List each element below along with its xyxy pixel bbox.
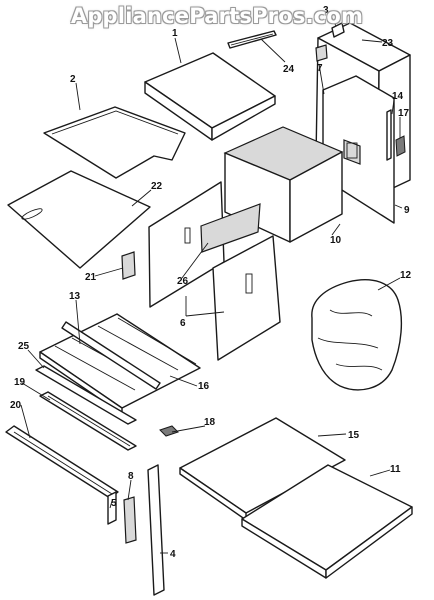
callout-25: 25 <box>18 341 30 352</box>
callout-17: 17 <box>398 108 410 119</box>
callout-18: 18 <box>204 417 216 428</box>
part-6-side-panel[interactable] <box>212 235 281 361</box>
callout-6: 6 <box>180 318 186 329</box>
callout-20: 20 <box>10 400 22 411</box>
callout-numbers: 1 24 3 23 7 2 14 17 22 9 10 26 21 6 12 1… <box>10 5 412 560</box>
part-18-clip[interactable] <box>159 425 179 437</box>
callout-26: 26 <box>177 276 189 287</box>
callout-5: 5 <box>111 498 117 509</box>
part-11-base-tray[interactable] <box>241 464 413 579</box>
part-7-vent-cover[interactable] <box>315 44 328 62</box>
callout-16: 16 <box>198 381 210 392</box>
part-1-top-panel[interactable] <box>144 52 276 141</box>
callout-15: 15 <box>348 430 360 441</box>
site-watermark: AppliancePartsPros.com <box>70 4 364 28</box>
part-4-vertical-strip[interactable] <box>147 464 165 596</box>
part-25-drawer-rail[interactable] <box>35 365 137 425</box>
callout-8: 8 <box>128 471 134 482</box>
part-17-latch[interactable] <box>395 135 406 157</box>
callout-13: 13 <box>69 291 81 302</box>
part-20-bottom-strip[interactable] <box>5 425 119 499</box>
callout-7: 7 <box>317 63 323 74</box>
callout-11: 11 <box>390 464 401 475</box>
callout-14: 14 <box>392 91 404 102</box>
part-8-bracket[interactable] <box>123 496 137 544</box>
callout-23: 23 <box>382 38 394 49</box>
part-22-insulation-panel[interactable] <box>7 170 151 269</box>
part-3-bracket[interactable] <box>331 22 345 38</box>
callout-1: 1 <box>172 28 178 39</box>
callout-19: 19 <box>14 377 26 388</box>
callout-4: 4 <box>170 549 176 560</box>
callout-10: 10 <box>330 235 342 246</box>
part-2-tray-panel[interactable] <box>43 106 186 179</box>
part-5-bracket[interactable] <box>107 491 117 525</box>
callout-2: 2 <box>70 74 76 85</box>
callout-24: 24 <box>283 64 295 75</box>
part-14-bracket-strip[interactable] <box>386 109 392 161</box>
callout-22: 22 <box>151 181 163 192</box>
part-24-trim-strip[interactable] <box>227 30 277 49</box>
part-21-insulator[interactable] <box>121 251 136 280</box>
part-26-side-panel-left[interactable] <box>148 181 261 308</box>
part-15-bottom-panel[interactable] <box>179 417 346 521</box>
part-12-insulation-blanket[interactable] <box>311 279 403 391</box>
leader-lines <box>20 13 403 554</box>
part-19-slotted-rail[interactable] <box>39 391 137 451</box>
callout-12: 12 <box>400 270 412 281</box>
callout-21: 21 <box>85 272 97 283</box>
part-10-oven-box[interactable] <box>223 126 344 243</box>
part-16-drawer-rod[interactable] <box>61 321 161 390</box>
callout-3: 3 <box>323 5 329 16</box>
callout-9: 9 <box>404 205 410 216</box>
